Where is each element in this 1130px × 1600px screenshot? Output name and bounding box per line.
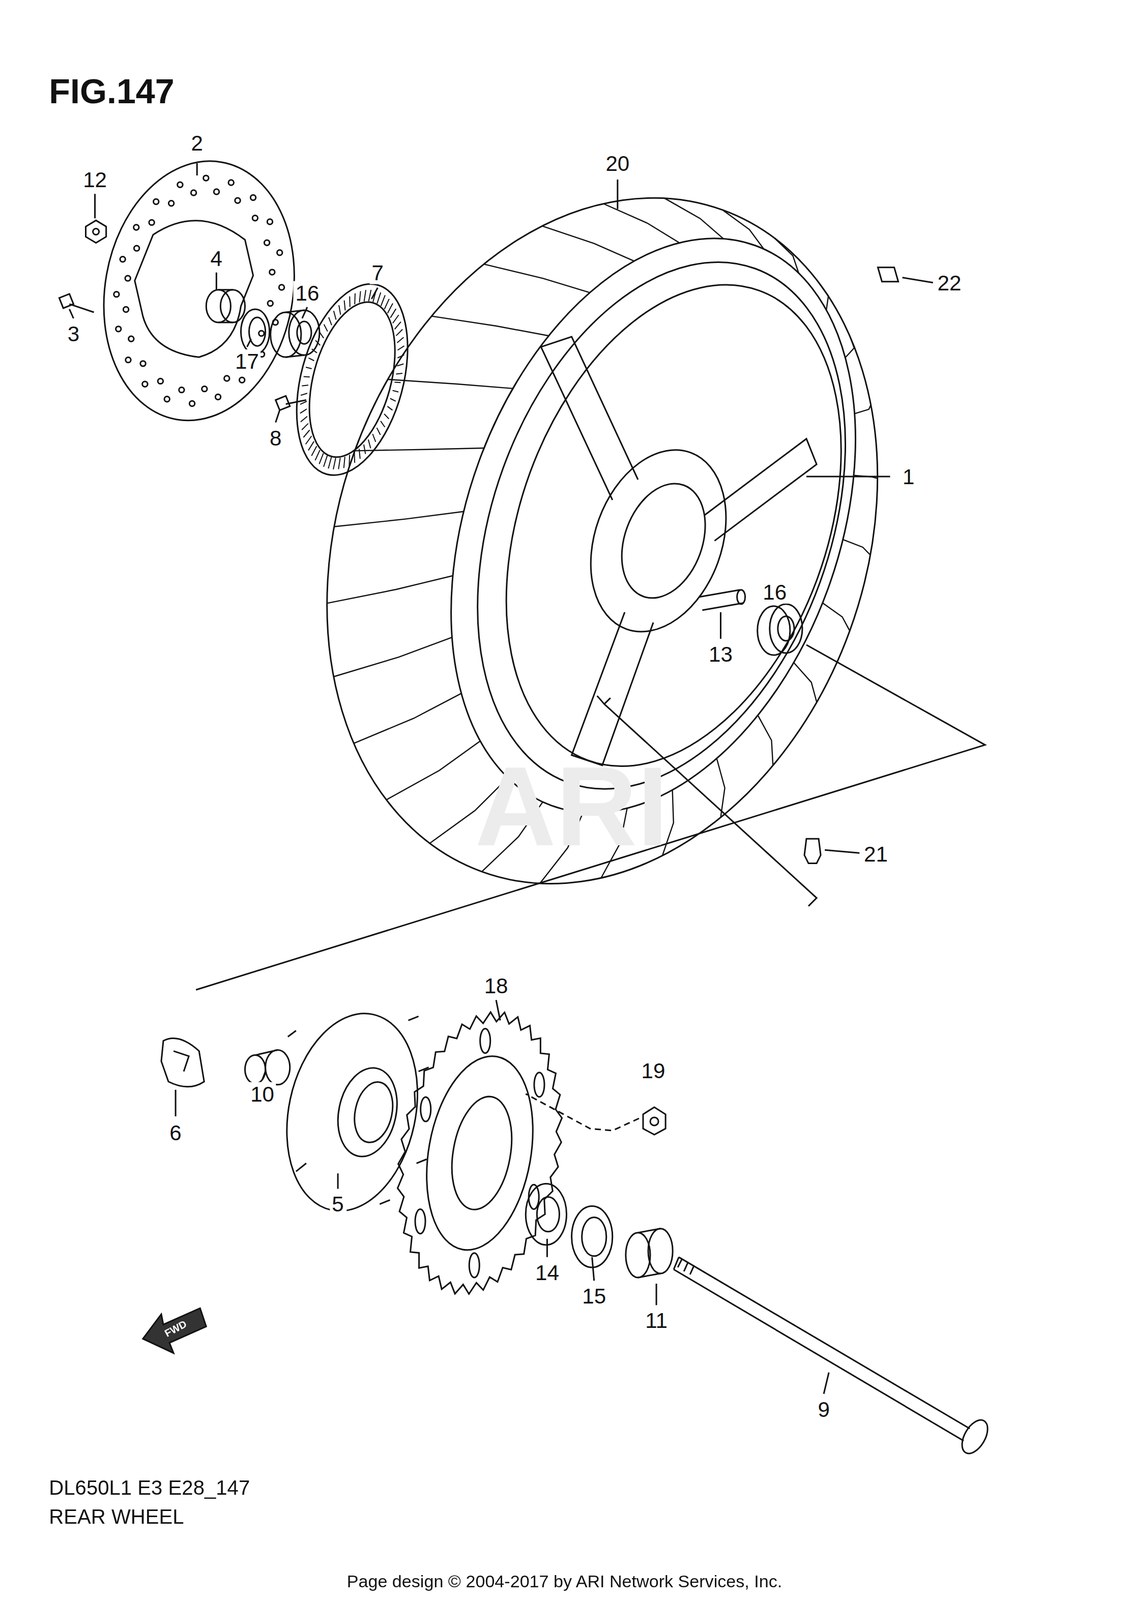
callout-number: 7	[369, 261, 386, 285]
callout-number: 12	[80, 167, 109, 192]
callout-number: 19	[639, 1059, 668, 1083]
callout-number: 14	[533, 1261, 562, 1285]
callout-number: 21	[861, 842, 890, 866]
callout-number: 20	[603, 151, 632, 176]
callout-number: 11	[643, 1309, 670, 1333]
watermark: ARI	[474, 744, 669, 869]
callout-number: 15	[580, 1284, 608, 1309]
callout-number: 16	[760, 580, 789, 604]
callout-number: 22	[935, 271, 964, 295]
callout-number: 18	[482, 974, 511, 998]
callout-number: 6	[167, 1121, 184, 1145]
callout-number: 2	[188, 131, 205, 155]
figure-caption: REAR WHEEL	[48, 1505, 184, 1528]
callout-number: 10	[248, 1082, 277, 1107]
callout-number: 9	[815, 1398, 832, 1422]
model-code: DL650L1 E3 E28_147	[48, 1476, 250, 1500]
copyright-note: Page design © 2004-2017 by ARI Network S…	[346, 1573, 783, 1593]
callout-number: 17	[233, 349, 262, 373]
figure-title: FIG.147	[48, 72, 175, 111]
callout-number: 5	[329, 1192, 346, 1216]
callout-number: 16	[293, 281, 322, 305]
callout-number: 8	[267, 426, 284, 450]
callout-number: 3	[65, 322, 82, 346]
callout-number: 1	[900, 465, 917, 489]
callout-number: 13	[706, 642, 735, 666]
callout-number: 4	[208, 246, 225, 270]
